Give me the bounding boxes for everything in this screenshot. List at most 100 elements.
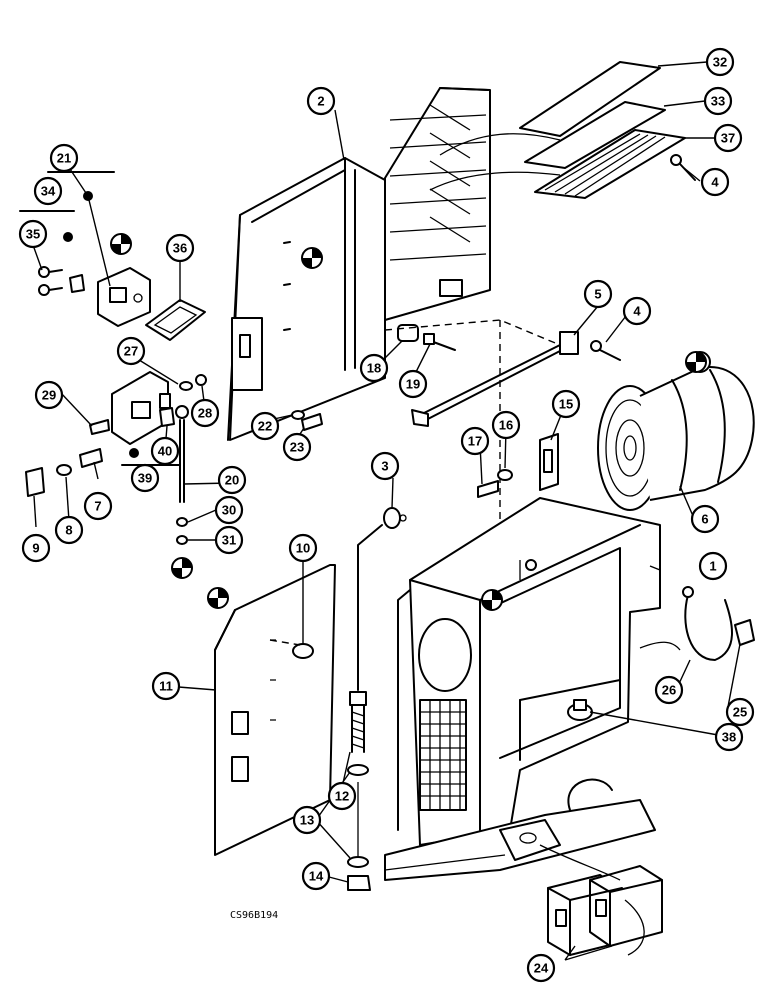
callout-37: 37 [713, 123, 743, 153]
callout-26: 26 [654, 675, 684, 705]
callout-20: 20 [217, 465, 247, 495]
svg-text:19: 19 [406, 377, 420, 392]
callout-32: 32 [705, 47, 735, 77]
callout-35: 35 [18, 219, 48, 249]
callout-39: 39 [130, 463, 160, 493]
part-door-prop-rod [411, 331, 579, 427]
svg-text:2: 2 [317, 94, 324, 109]
svg-text:1: 1 [709, 559, 716, 574]
svg-text:34: 34 [41, 184, 56, 199]
callout-27: 27 [116, 336, 146, 366]
callout-8: 8 [54, 515, 84, 545]
part-cable-clamp [357, 507, 407, 691]
callout-30: 30 [214, 495, 244, 525]
callout-bubbles: 1 2 3 4 4 5 6 7 8 9 10 11 12 13 14 15 16… [18, 47, 755, 983]
svg-text:13: 13 [300, 813, 314, 828]
part-small-fasteners [159, 374, 323, 545]
reference-marker-icon [207, 587, 229, 609]
svg-text:9: 9 [32, 541, 39, 556]
callout-7: 7 [83, 491, 113, 521]
part-bolt-stack [347, 691, 371, 891]
svg-text:24: 24 [534, 961, 549, 976]
callout-33: 33 [703, 86, 733, 116]
svg-text:18: 18 [367, 361, 381, 376]
svg-text:30: 30 [222, 503, 236, 518]
callout-22: 22 [250, 411, 280, 441]
bullet-dots [63, 191, 139, 458]
svg-text:8: 8 [65, 523, 72, 538]
svg-text:32: 32 [713, 55, 727, 70]
svg-text:5: 5 [594, 287, 601, 302]
callout-11: 11 [151, 671, 181, 701]
svg-text:10: 10 [296, 541, 310, 556]
svg-text:3: 3 [381, 459, 388, 474]
svg-text:16: 16 [499, 418, 513, 433]
part-air-cleaner [597, 351, 755, 511]
reference-marker-icon [481, 589, 503, 611]
svg-text:25: 25 [733, 705, 747, 720]
callout-28: 28 [190, 398, 220, 428]
svg-text:35: 35 [26, 227, 40, 242]
reference-marker-icons [110, 233, 707, 611]
part-bolt-washer-nut [25, 419, 110, 497]
svg-text:23: 23 [290, 440, 304, 455]
svg-text:27: 27 [124, 344, 138, 359]
callout-6: 6 [690, 504, 720, 534]
callout-17: 17 [460, 426, 490, 456]
callout-38: 38 [714, 722, 744, 752]
callout-29: 29 [34, 380, 64, 410]
callout-16: 16 [491, 410, 521, 440]
svg-text:21: 21 [57, 151, 71, 166]
callout-18: 18 [359, 353, 389, 383]
callout-15: 15 [551, 389, 581, 419]
part-main-housing [384, 497, 661, 881]
svg-text:17: 17 [468, 434, 482, 449]
callout-23: 23 [282, 432, 312, 462]
svg-text:11: 11 [159, 679, 173, 694]
part-filter-pads [519, 61, 686, 199]
svg-text:39: 39 [138, 471, 152, 486]
part-keys [38, 266, 85, 296]
svg-text:31: 31 [222, 533, 236, 548]
callout-21: 21 [49, 143, 79, 173]
callout-4: 4 [622, 296, 652, 326]
callout-12: 12 [327, 781, 357, 811]
reference-marker-icon [110, 233, 132, 255]
callout-3: 3 [370, 451, 400, 481]
part-hinge-dashed-lines [384, 319, 561, 520]
callout-14: 14 [301, 861, 331, 891]
callout-13: 13 [292, 805, 322, 835]
part-bolt-and-washer [477, 469, 513, 498]
svg-text:22: 22 [258, 419, 272, 434]
callout-4: 4 [700, 167, 730, 197]
svg-text:12: 12 [335, 789, 349, 804]
callout-40: 40 [150, 436, 180, 466]
part-latch-assembly [97, 267, 151, 327]
reference-marker-icon [301, 247, 323, 269]
callout-1: 1 [698, 551, 728, 581]
svg-text:4: 4 [711, 175, 719, 190]
callout-9: 9 [21, 533, 51, 563]
svg-text:40: 40 [158, 444, 172, 459]
svg-text:15: 15 [559, 397, 573, 412]
svg-text:28: 28 [198, 406, 212, 421]
callout-31: 31 [214, 525, 244, 555]
reference-marker-icon [171, 557, 193, 579]
svg-text:36: 36 [173, 241, 187, 256]
part-gasket [145, 299, 206, 341]
part-latch-rod [175, 405, 189, 503]
part-hinge [539, 433, 559, 491]
group-bracket-lines [19, 171, 181, 466]
svg-text:4: 4 [633, 304, 641, 319]
part-batteries [539, 844, 663, 956]
reference-marker-icon [685, 351, 707, 373]
svg-text:20: 20 [225, 473, 239, 488]
svg-text:6: 6 [701, 512, 708, 527]
svg-text:29: 29 [42, 388, 56, 403]
svg-text:14: 14 [309, 869, 324, 884]
part-bushing [397, 324, 456, 351]
bullet-dot-icon [129, 448, 139, 458]
bullet-dot-icon [63, 232, 73, 242]
callout-24: 24 [526, 953, 556, 983]
